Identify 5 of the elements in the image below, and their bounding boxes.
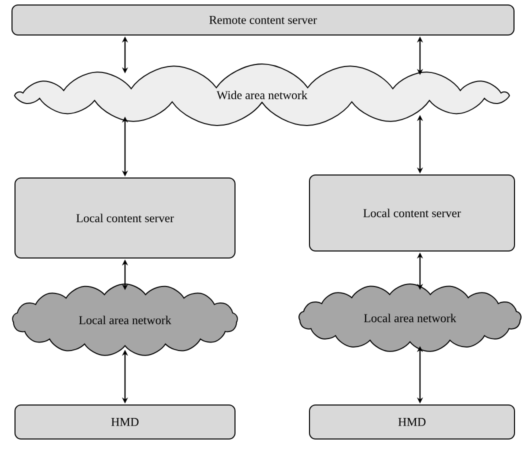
server-box: Local content server [309, 174, 515, 252]
device-box: HMD [14, 404, 236, 440]
server-box: Local content server [14, 178, 236, 258]
device-box: HMD [309, 404, 515, 440]
server-box: Remote content server [12, 4, 514, 36]
